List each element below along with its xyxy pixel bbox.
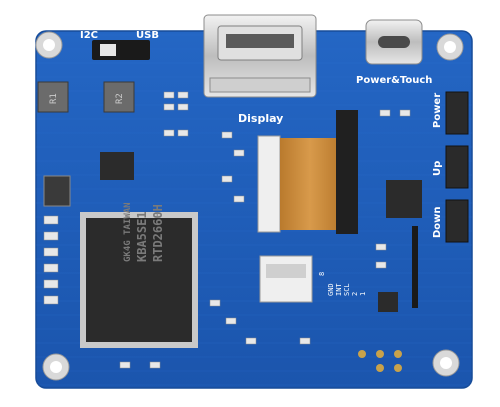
ic-small-2 (43, 175, 71, 207)
silk-down: Down (432, 206, 443, 238)
svg-text:1: 1 (359, 292, 367, 296)
chip-line-1: RTD2660H (151, 204, 165, 262)
svg-text:2: 2 (351, 292, 359, 296)
side-buttons (445, 91, 469, 243)
smd-passives (43, 91, 411, 369)
silk-power-touch: Power&Touch (356, 75, 432, 86)
pin-header (412, 226, 418, 308)
svg-text:INT: INT (335, 283, 343, 296)
silk-r2: R2 (115, 93, 125, 104)
ic-small-1 (100, 152, 134, 180)
silk-r1: R1 (49, 93, 59, 104)
ic-small-3 (386, 180, 422, 218)
svg-text:8: 8 (318, 272, 326, 276)
svg-text:SCL: SCL (343, 283, 351, 296)
svg-text:GND: GND (327, 283, 335, 296)
chip-line-3: GK4G TAIWAN (123, 202, 133, 262)
fpc-pin-labels: 8 GND INT SCL 2 1 (318, 272, 367, 296)
usb-c-connector (365, 19, 423, 65)
display-fpc-connector (257, 110, 358, 234)
ic-small-4 (378, 292, 398, 312)
touch-fpc-connector (259, 255, 313, 303)
silk-up: Up (432, 161, 443, 176)
chip-line-2: KBA5SE1 (135, 211, 149, 262)
silk-power: Power (432, 93, 443, 128)
inductor-r2 (103, 81, 135, 113)
inductor-r1 (37, 81, 69, 113)
main-chip (80, 212, 198, 348)
i2c-usb-switch (92, 40, 150, 60)
silk-i2c: I2C (80, 30, 98, 41)
mounting-holes (35, 31, 464, 381)
gold-test-pads (358, 350, 402, 372)
silk-display: Display (238, 112, 283, 125)
silk-usb: USB (136, 30, 159, 41)
hdmi-connector (203, 14, 317, 98)
